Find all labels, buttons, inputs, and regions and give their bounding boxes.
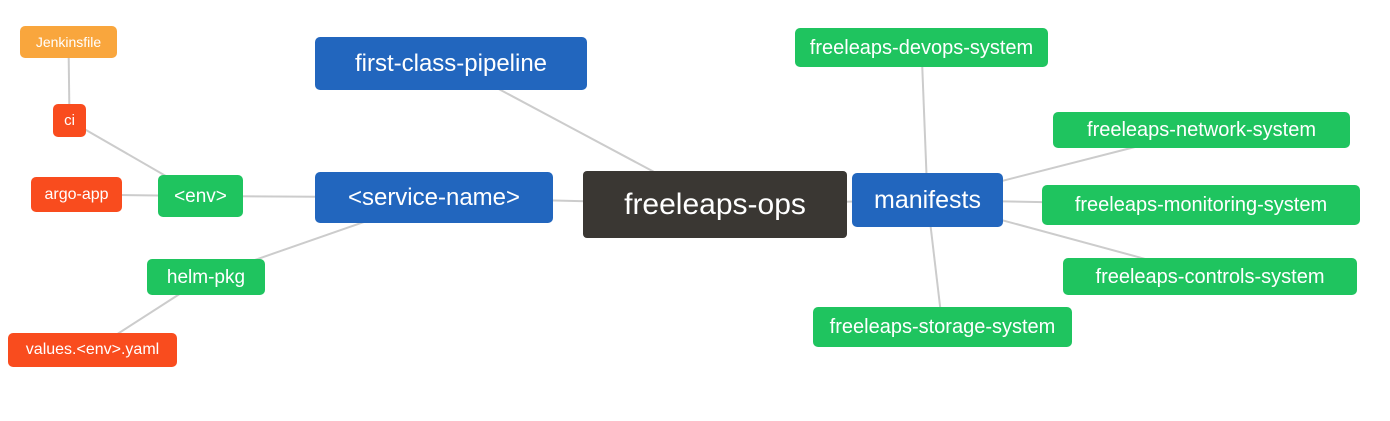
node-helm-pkg[interactable]: helm-pkg <box>147 259 265 295</box>
node-monitoring-system[interactable]: freeleaps-monitoring-system <box>1042 185 1360 225</box>
node-values-env-yaml[interactable]: values.<env>.yaml <box>8 333 177 367</box>
node-controls-system[interactable]: freeleaps-controls-system <box>1063 258 1357 295</box>
node-manifests[interactable]: manifests <box>852 173 1003 227</box>
node-service-name[interactable]: <service-name> <box>315 172 553 223</box>
node-first-class-pipeline[interactable]: first-class-pipeline <box>315 37 587 90</box>
node-storage-system[interactable]: freeleaps-storage-system <box>813 307 1072 347</box>
node-env[interactable]: <env> <box>158 175 243 217</box>
node-freeleaps-ops[interactable]: freeleaps-ops <box>583 171 847 238</box>
node-network-system[interactable]: freeleaps-network-system <box>1053 112 1350 148</box>
node-ci[interactable]: ci <box>53 104 86 137</box>
node-argo-app[interactable]: argo-app <box>31 177 122 212</box>
node-devops-system[interactable]: freeleaps-devops-system <box>795 28 1048 67</box>
node-jenkinsfile[interactable]: Jenkinsfile <box>20 26 117 58</box>
